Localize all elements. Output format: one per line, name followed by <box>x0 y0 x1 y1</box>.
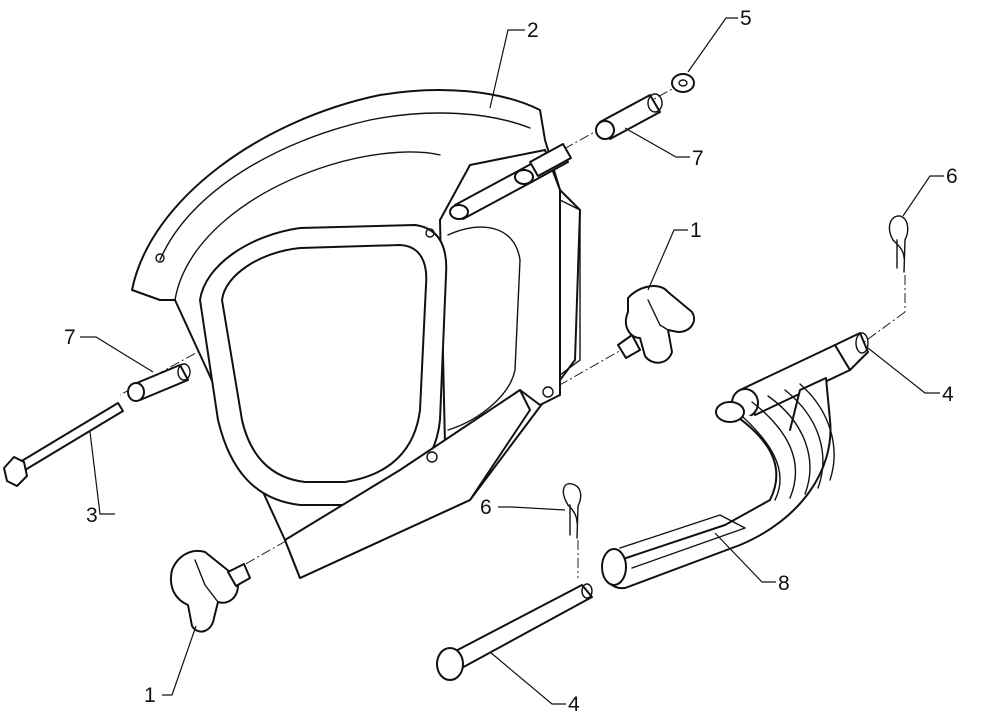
pin-part-4-bottom <box>436 583 593 681</box>
callout-1-bottom: 1 <box>144 684 156 707</box>
handle-part-8 <box>601 377 835 590</box>
callout-labels: 2 5 7 7 3 1 1 6 4 6 4 8 <box>64 7 958 716</box>
spacer-part-7-top <box>595 93 663 140</box>
nut-part-5 <box>671 73 695 93</box>
callout-5: 5 <box>740 7 752 30</box>
cotter-pin-part-6-right <box>888 215 909 273</box>
housing-hinge-sleeves <box>449 143 572 220</box>
callout-3: 3 <box>86 504 98 527</box>
bolt-part-3 <box>3 402 124 487</box>
knob-part-1-top <box>617 285 696 364</box>
callout-1-top: 1 <box>690 219 702 242</box>
callout-2: 2 <box>527 19 539 42</box>
pin-part-4-right <box>731 332 869 418</box>
spacer-part-7-left <box>127 363 191 402</box>
cotter-pin-part-6-mid <box>562 483 582 539</box>
callout-4-right: 4 <box>942 383 954 406</box>
housing-part-2 <box>131 89 581 579</box>
callout-7-left: 7 <box>64 326 76 349</box>
callout-7-top: 7 <box>692 147 704 170</box>
knob-part-1-bottom <box>170 550 251 633</box>
callout-6-right: 6 <box>946 165 958 188</box>
callout-8: 8 <box>778 572 790 595</box>
callout-4-bottom: 4 <box>568 693 580 716</box>
leader-lines <box>80 17 944 705</box>
callout-6-mid: 6 <box>480 496 492 519</box>
